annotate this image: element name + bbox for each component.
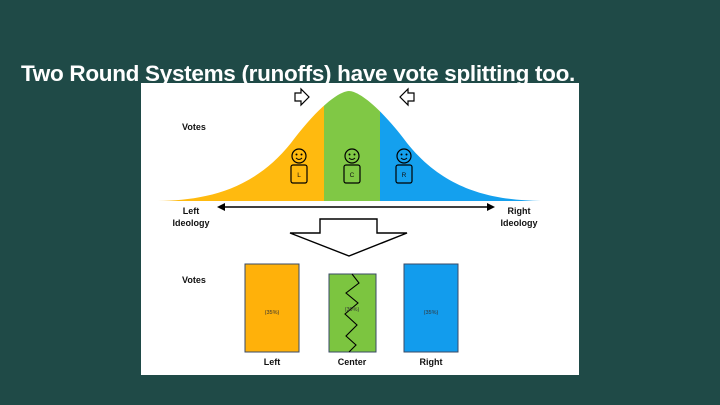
diagram-panel: Votes L C R Left xyxy=(141,83,579,375)
smiley-face-icon xyxy=(291,148,307,164)
bar-left-label: Left xyxy=(264,357,281,367)
candidate-center-figure: C xyxy=(343,148,361,184)
candidate-left-figure: L xyxy=(290,148,308,184)
candidate-center-letter: C xyxy=(350,172,355,179)
candidate-right-figure: R xyxy=(395,148,413,184)
bottom-votes-label: Votes xyxy=(182,275,206,285)
bar-center-value: (30%) xyxy=(345,307,360,313)
slide-title: Two Round Systems (runoffs) have vote sp… xyxy=(21,61,575,86)
candidate-left-letter: L xyxy=(297,172,301,179)
runoff-diagram: Votes L C R Left xyxy=(158,87,541,367)
right-axis-label: Right xyxy=(508,206,531,216)
left-ideology-label: Ideology xyxy=(172,218,209,228)
split-line xyxy=(344,273,360,353)
down-arrow-icon xyxy=(289,218,408,257)
bar-left-value: (35%) xyxy=(265,310,280,316)
ideology-axis-arrow xyxy=(217,203,495,211)
bar-center: (30%) Center xyxy=(328,273,377,367)
left-pointing-arrow-icon xyxy=(399,87,415,107)
bar-left: (35%) Left xyxy=(244,263,300,367)
top-votes-label: Votes xyxy=(182,122,206,132)
right-pointing-arrow-icon xyxy=(294,87,310,107)
right-ideology-label: Ideology xyxy=(500,218,537,228)
bar-right: (35%) Right xyxy=(403,263,459,367)
smiley-face-icon xyxy=(344,148,360,164)
bar-center-label: Center xyxy=(338,357,367,367)
candidate-right-letter: R xyxy=(402,172,407,179)
bell-region-center xyxy=(324,91,380,201)
bar-right-value: (35%) xyxy=(424,310,439,316)
smiley-face-icon xyxy=(396,148,412,164)
bar-right-label: Right xyxy=(420,357,443,367)
left-axis-label: Left xyxy=(183,206,200,216)
bell-curve xyxy=(158,91,541,201)
